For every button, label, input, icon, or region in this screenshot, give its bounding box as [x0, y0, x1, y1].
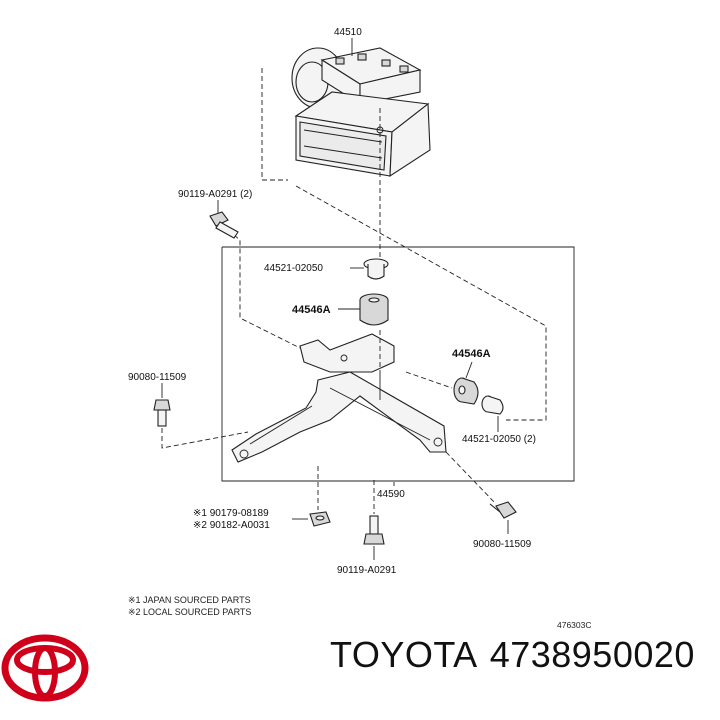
- collar-side-drawing: [481, 395, 504, 415]
- bracket-drawing: [231, 333, 447, 463]
- note-japan-sourced: ※1 JAPAN SOURCED PARTS: [128, 595, 251, 605]
- collar-top-drawing: [363, 258, 389, 280]
- guide-line-cushion-side: [405, 371, 453, 389]
- label-collar-side: 44521-02050 (2): [462, 434, 536, 445]
- bolt-left-drawing: [153, 399, 171, 427]
- bolt-right-drawing: [489, 501, 517, 519]
- assembly-frame: [221, 246, 575, 482]
- label-actuator: 44510: [334, 27, 362, 38]
- brand-line: TOYOTA 4738950020: [330, 634, 695, 676]
- toyota-logo-icon: [1, 634, 89, 702]
- diagram-code: 476303C: [557, 620, 592, 630]
- label-nut-japan: ※1 90179-08189: [193, 508, 269, 519]
- label-bolt-bottom: 90119-A0291: [337, 565, 397, 576]
- leader-cushion-side: [465, 361, 473, 379]
- nut-drawing: [309, 511, 331, 527]
- brand-name: TOYOTA: [330, 634, 478, 675]
- bolt-bottom-drawing: [363, 515, 385, 545]
- label-cushion-top: 44546A: [292, 304, 331, 316]
- cushion-top-drawing: [359, 293, 389, 326]
- label-bolt-left: 90080-11509: [128, 372, 187, 383]
- guide-line-actuator-right: [295, 185, 547, 421]
- label-nut-local: ※2 90182-A0031: [193, 520, 270, 531]
- label-cushion-side: 44546A: [452, 348, 491, 360]
- guide-line-top-bolt: [227, 229, 301, 349]
- label-collar-top: 44521-02050: [264, 263, 323, 274]
- part-number: 4738950020: [489, 634, 695, 675]
- abs-actuator-drawing: [291, 47, 431, 178]
- guide-line-bolt-left: [161, 428, 249, 449]
- guide-line-bolt-right: [445, 451, 497, 505]
- guide-line-actuator-left: [261, 68, 288, 181]
- label-bolt-right: 90080-11509: [473, 539, 532, 550]
- bolt-top-drawing: [209, 211, 239, 239]
- note-local-sourced: ※2 LOCAL SOURCED PARTS: [128, 607, 251, 617]
- cushion-side-drawing: [453, 377, 479, 405]
- label-bracket: 44590: [377, 489, 405, 500]
- label-bolt-top: 90119-A0291 (2): [178, 189, 252, 200]
